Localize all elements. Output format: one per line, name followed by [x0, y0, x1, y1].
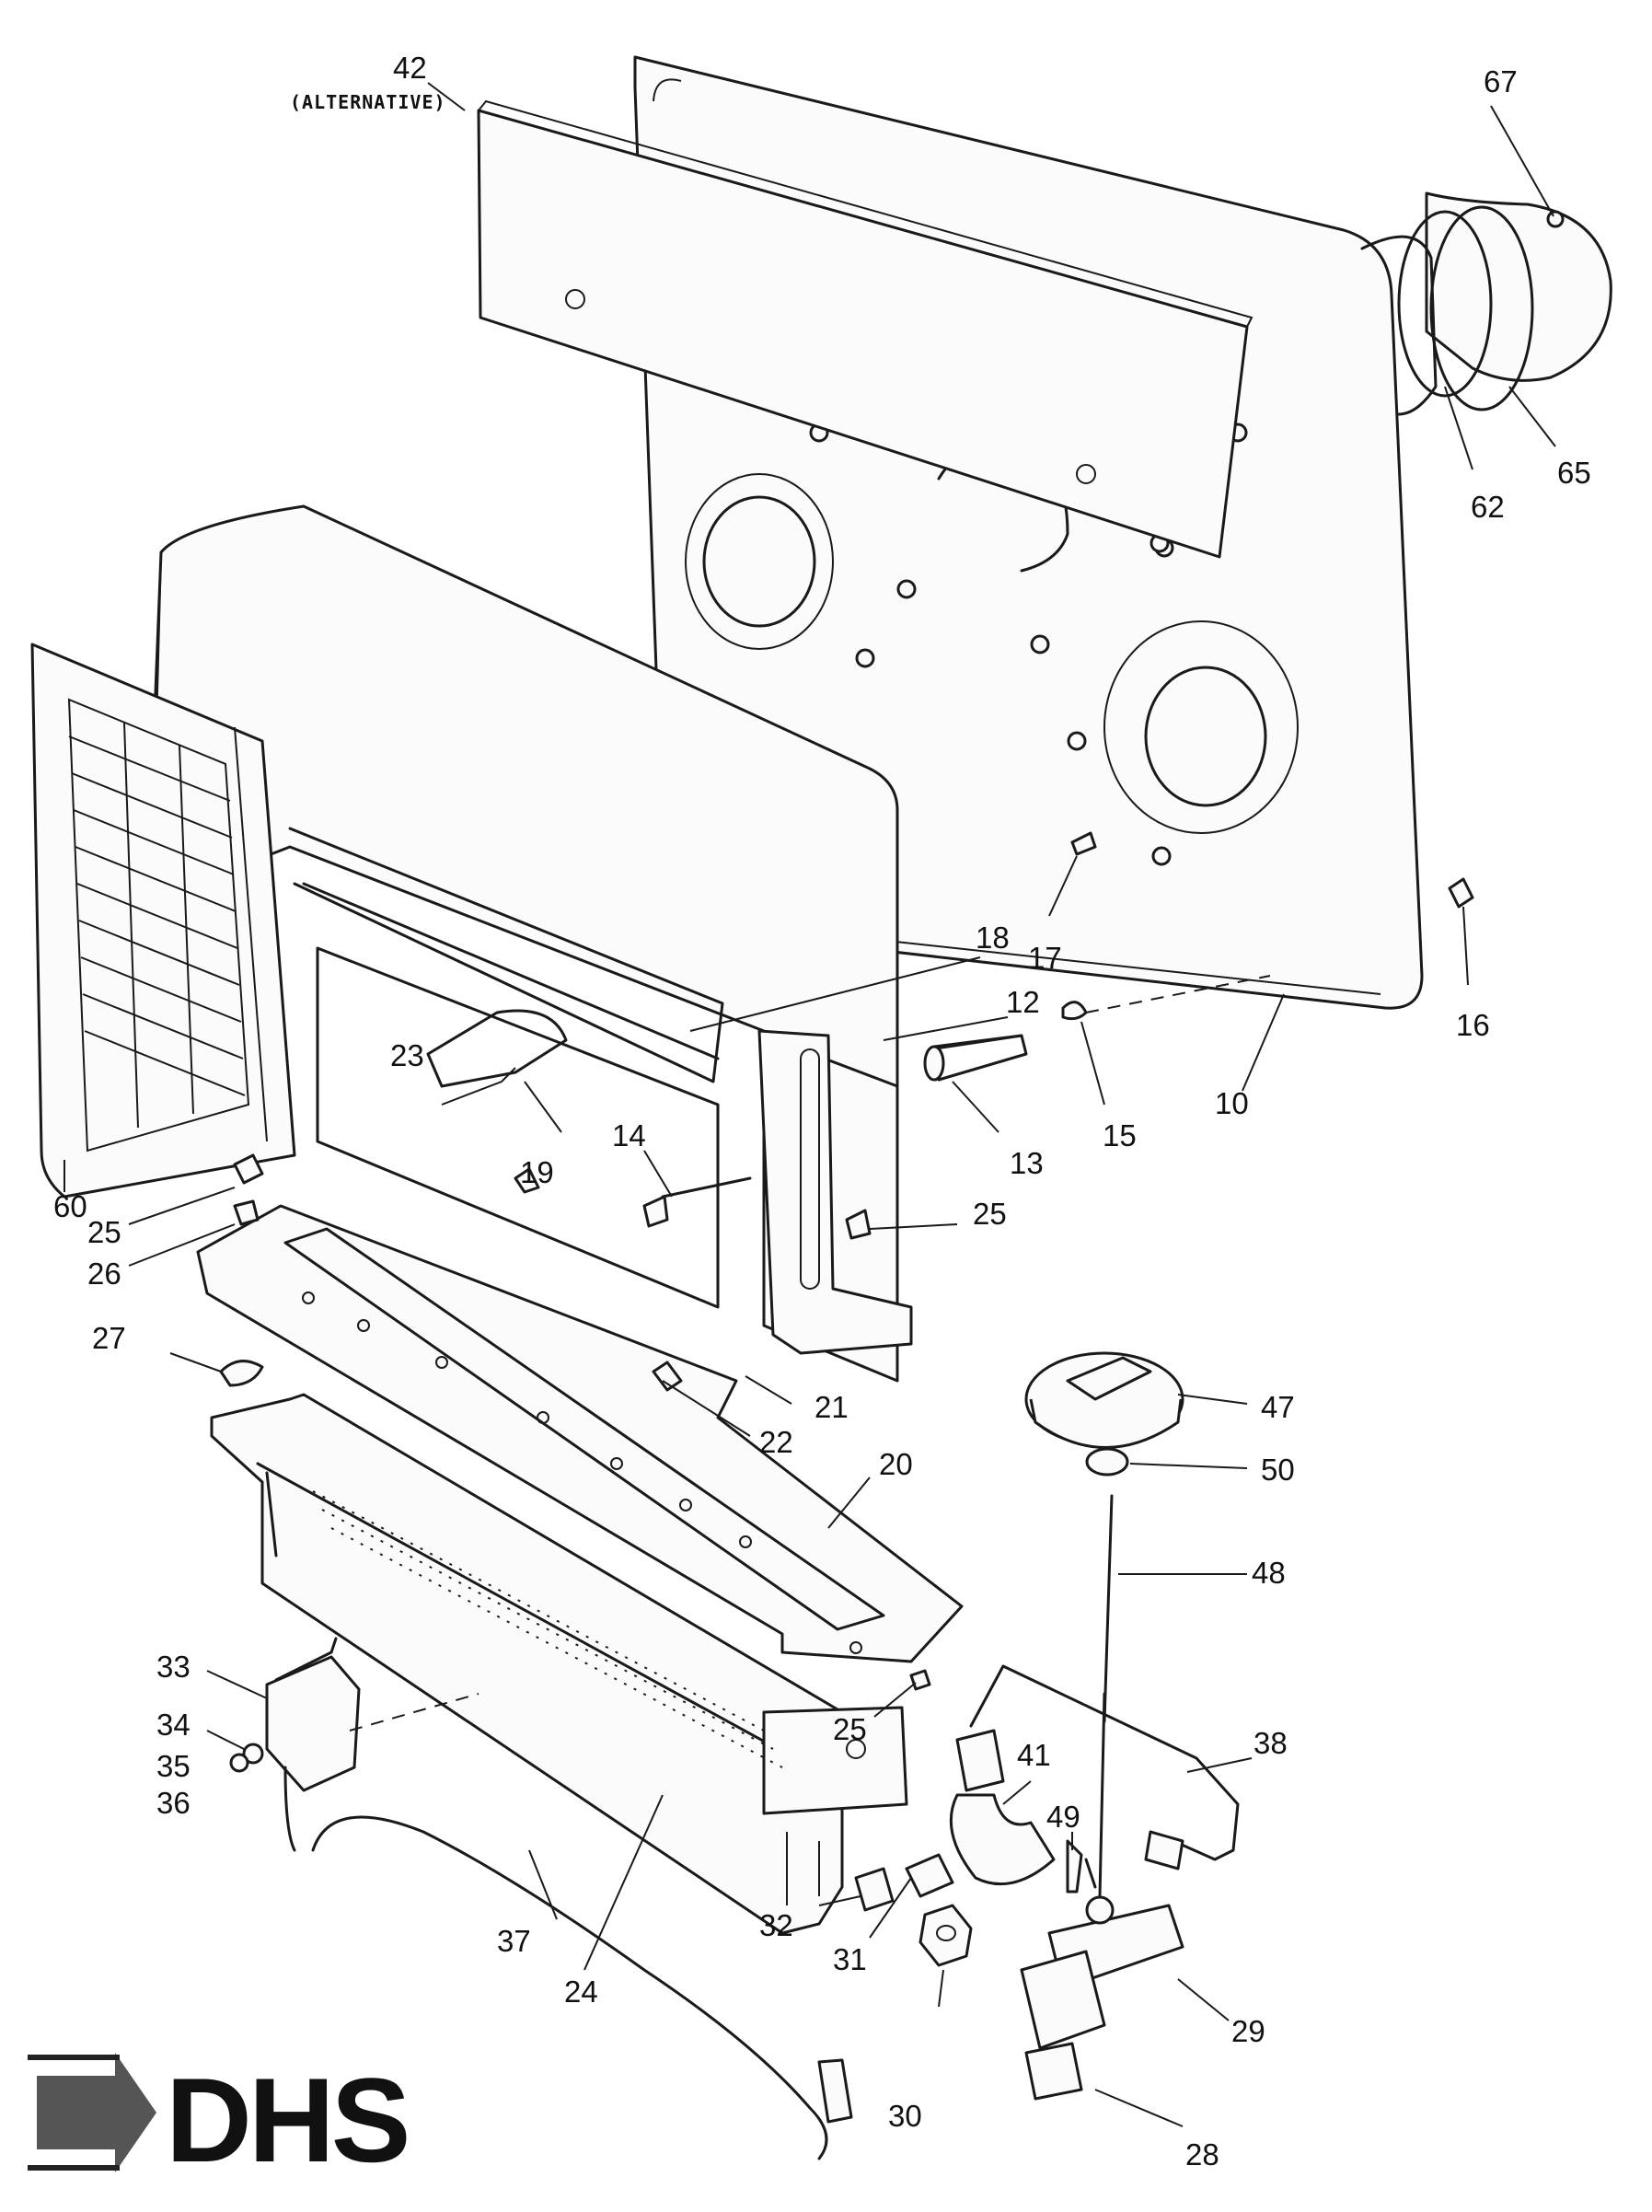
callout-26: 26 [87, 1257, 121, 1291]
front-grille [30, 643, 296, 1199]
leader-lines [64, 82, 1556, 2127]
callout-27: 27 [92, 1321, 126, 1355]
side-bracket [757, 1029, 913, 1355]
hex-nut [918, 1904, 973, 1967]
callout-38: 38 [1253, 1726, 1288, 1760]
callout-labels: 42 (ALTERNATIVE) 67 62 65 18 12 17 16 23… [53, 51, 1591, 2171]
callout-34: 34 [156, 1708, 191, 1742]
logo-arrow-frame [28, 2055, 120, 2171]
callout-22: 22 [759, 1425, 793, 1459]
callout-47: 47 [1261, 1390, 1295, 1424]
gas-pipe [969, 1664, 1240, 1861]
callout-35: 35 [156, 1749, 191, 1783]
callout-62: 62 [1471, 490, 1505, 524]
callout-33: 33 [156, 1650, 191, 1684]
callout-48: 48 [1252, 1556, 1286, 1590]
hex-nut-hole [936, 1925, 956, 1941]
callout-37: 37 [497, 1924, 531, 1958]
injector-fitting [905, 1853, 954, 1898]
dhs-logo: DHS [28, 2053, 410, 2187]
callout-41: 41 [1017, 1738, 1051, 1772]
callout-15: 15 [1103, 1118, 1137, 1152]
logo-text: DHS [166, 2053, 407, 2187]
callout-24: 24 [564, 1975, 598, 2009]
callout-42-note: (ALTERNATIVE) [290, 91, 446, 113]
alignment-line [349, 1693, 479, 1731]
callout-19: 19 [520, 1155, 554, 1189]
callout-28: 28 [1185, 2137, 1219, 2171]
callout-32: 32 [759, 1908, 793, 1942]
callout-49: 49 [1046, 1800, 1080, 1834]
callout-14: 14 [612, 1118, 646, 1152]
callout-18: 18 [976, 921, 1010, 955]
callout-50: 50 [1261, 1453, 1295, 1487]
callout-25c: 25 [833, 1712, 867, 1746]
deflector-panel [477, 99, 1253, 559]
callout-42: 42 [393, 51, 427, 85]
callout-13: 13 [1010, 1146, 1044, 1180]
callout-60: 60 [53, 1189, 87, 1223]
spindle [1103, 1494, 1114, 1723]
gas-valve [1020, 1858, 1184, 2101]
callout-25a: 25 [87, 1215, 121, 1249]
gas-pipe-nut [1144, 1830, 1184, 1870]
callout-10: 10 [1215, 1086, 1249, 1120]
thermocouple-lead [311, 1815, 828, 2160]
elbow-fitting [949, 1729, 1056, 1886]
control-knob [1024, 1351, 1184, 1475]
flue-assembly [1360, 191, 1612, 416]
washer [1085, 1447, 1129, 1477]
callout-16: 16 [1456, 1008, 1490, 1042]
injector-nut [854, 1867, 895, 1912]
main-housing [145, 504, 899, 1383]
alignment-line [1085, 975, 1271, 1013]
burner-body [210, 1393, 908, 1935]
callout-30: 30 [888, 2099, 922, 2133]
callout-29: 29 [1231, 2014, 1265, 2048]
callout-31: 31 [833, 1942, 867, 1976]
fasteners [219, 831, 1474, 1894]
callout-36: 36 [156, 1786, 191, 1820]
pilot-assembly [229, 1637, 361, 1852]
callout-25b: 25 [973, 1197, 1007, 1231]
callout-12: 12 [1006, 985, 1040, 1019]
burner-tray [196, 1204, 964, 1663]
callout-23: 23 [390, 1038, 424, 1072]
callout-17: 17 [1028, 941, 1062, 975]
logo-arrow-icon [37, 2053, 156, 2172]
spindle-lower [1098, 1692, 1106, 1898]
thermocouple-end [817, 2058, 853, 2124]
callout-21: 21 [814, 1390, 849, 1424]
callout-20: 20 [879, 1447, 913, 1481]
callout-65: 65 [1557, 456, 1591, 490]
callout-67: 67 [1484, 64, 1518, 98]
